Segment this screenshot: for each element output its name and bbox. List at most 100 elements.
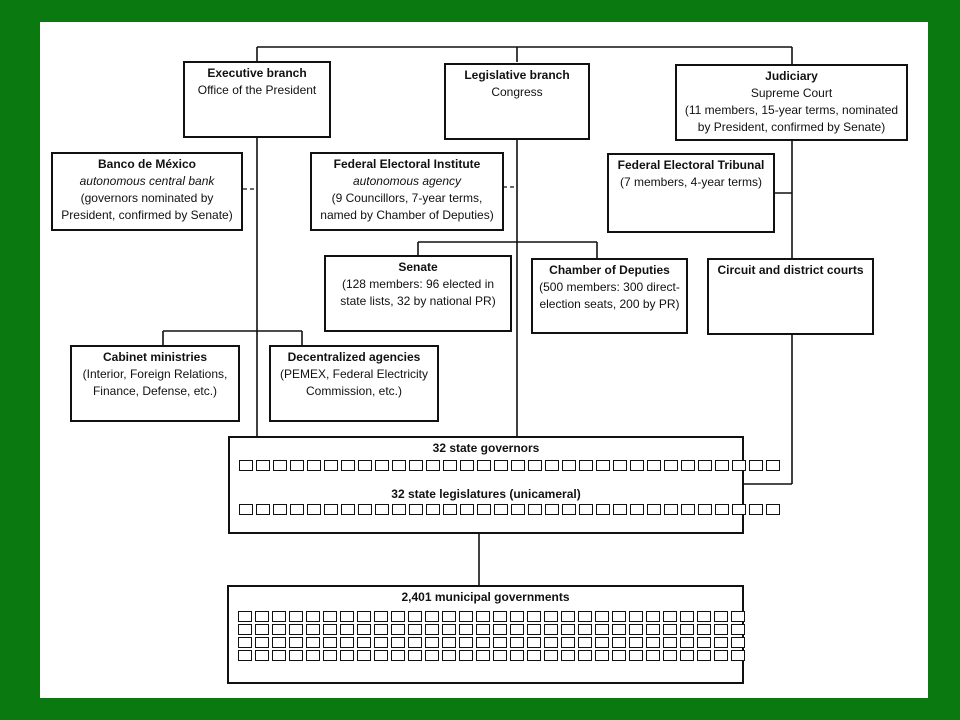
municipal-cell xyxy=(306,611,320,622)
state-governor-cell xyxy=(630,460,644,471)
state-legislature-cell xyxy=(596,504,610,515)
municipal-cell xyxy=(510,611,524,622)
municipal-label: 2,401 municipal governments xyxy=(401,590,570,604)
municipal-cell xyxy=(476,650,490,661)
state-governor-cell xyxy=(545,460,559,471)
state-governor-cell xyxy=(426,460,440,471)
state-legislature-cell xyxy=(647,504,661,515)
municipal-cell xyxy=(663,611,677,622)
municipal-cell xyxy=(323,611,337,622)
municipal-cell xyxy=(391,611,405,622)
municipal-row xyxy=(238,624,748,635)
municipal-cell xyxy=(391,624,405,635)
state-governor-cell xyxy=(613,460,627,471)
legislative-branch-line: Congress xyxy=(491,85,543,99)
municipal-cell xyxy=(544,624,558,635)
state-governor-cell xyxy=(324,460,338,471)
state-legislature-cell xyxy=(715,504,729,515)
senate-line-1: (128 members: 96 elected in xyxy=(341,277,495,291)
municipal-cell xyxy=(629,611,643,622)
municipal-cell xyxy=(340,624,354,635)
municipal-cell xyxy=(510,637,524,648)
state-governor-cell xyxy=(477,460,491,471)
chamber-of-deputies-box: Chamber of Deputies (500 members: 300 di… xyxy=(531,258,688,334)
municipal-cell xyxy=(306,637,320,648)
state-legislature-cell xyxy=(732,504,746,515)
cabinet-ministries-box: Cabinet ministries (Interior, Foreign Re… xyxy=(70,345,240,422)
municipal-cell xyxy=(680,637,694,648)
state-governor-cell xyxy=(290,460,304,471)
municipal-cell xyxy=(323,637,337,648)
municipal-cell xyxy=(442,650,456,661)
banco-line-2: President, confirmed by Senate) xyxy=(61,208,233,222)
cabinet-line-2: Finance, Defense, etc.) xyxy=(92,384,218,398)
state-legislature-cell xyxy=(443,504,457,515)
municipal-cell xyxy=(391,637,405,648)
state-legislature-cell xyxy=(409,504,423,515)
municipal-cell xyxy=(731,650,745,661)
state-legislature-cell xyxy=(341,504,355,515)
municipal-cell xyxy=(340,611,354,622)
municipal-cell xyxy=(238,650,252,661)
municipal-cell xyxy=(272,624,286,635)
state-legislature-cell xyxy=(460,504,474,515)
municipal-cell xyxy=(697,650,711,661)
state-governor-cell xyxy=(511,460,525,471)
municipal-cell xyxy=(340,650,354,661)
state-governor-cell xyxy=(494,460,508,471)
municipal-cell xyxy=(527,637,541,648)
municipal-cell xyxy=(731,637,745,648)
state-governor-cell xyxy=(358,460,372,471)
municipal-cell xyxy=(612,637,626,648)
judiciary-line-1: Supreme Court xyxy=(750,86,833,100)
municipal-cell xyxy=(374,611,388,622)
municipal-cell xyxy=(459,611,473,622)
state-governor-cell xyxy=(681,460,695,471)
municipal-cell xyxy=(357,624,371,635)
state-governor-cell xyxy=(375,460,389,471)
municipal-cell xyxy=(629,637,643,648)
state-governor-cell xyxy=(409,460,423,471)
municipal-cell xyxy=(714,650,728,661)
municipal-cell xyxy=(357,611,371,622)
municipal-cell xyxy=(527,624,541,635)
state-legislatures-grid xyxy=(239,504,783,515)
municipal-cell xyxy=(323,650,337,661)
tribunal-line-1: (7 members, 4-year terms) xyxy=(619,175,763,189)
municipal-cell xyxy=(391,650,405,661)
municipal-cell xyxy=(595,637,609,648)
state-governor-cell xyxy=(443,460,457,471)
municipal-cell xyxy=(697,624,711,635)
state-legislature-cell xyxy=(545,504,559,515)
municipal-cell xyxy=(714,624,728,635)
executive-branch-title: Executive branch xyxy=(207,66,307,80)
municipal-cell xyxy=(442,611,456,622)
municipal-cell xyxy=(272,611,286,622)
municipal-cell xyxy=(374,637,388,648)
state-legislature-cell xyxy=(630,504,644,515)
municipal-cell xyxy=(680,611,694,622)
municipal-cell xyxy=(442,624,456,635)
state-governor-cell xyxy=(528,460,542,471)
state-governor-cell xyxy=(307,460,321,471)
state-governor-cell xyxy=(647,460,661,471)
municipal-cell xyxy=(408,637,422,648)
municipal-cell xyxy=(510,624,524,635)
cabinet-title: Cabinet ministries xyxy=(102,350,208,364)
municipal-cell xyxy=(493,611,507,622)
municipal-cell xyxy=(272,637,286,648)
municipal-cell xyxy=(561,611,575,622)
state-legislature-cell xyxy=(375,504,389,515)
state-governor-cell xyxy=(341,460,355,471)
municipal-cell xyxy=(714,611,728,622)
municipal-cell xyxy=(663,650,677,661)
municipal-cell xyxy=(289,611,303,622)
state-legislatures-label: 32 state legislatures (unicameral) xyxy=(391,487,581,501)
municipal-cell xyxy=(255,637,269,648)
state-governor-cell xyxy=(562,460,576,471)
legislative-branch-title: Legislative branch xyxy=(464,68,570,82)
municipal-cell xyxy=(731,611,745,622)
municipal-cell xyxy=(663,637,677,648)
deputies-line-1: (500 members: 300 direct- xyxy=(539,280,680,294)
